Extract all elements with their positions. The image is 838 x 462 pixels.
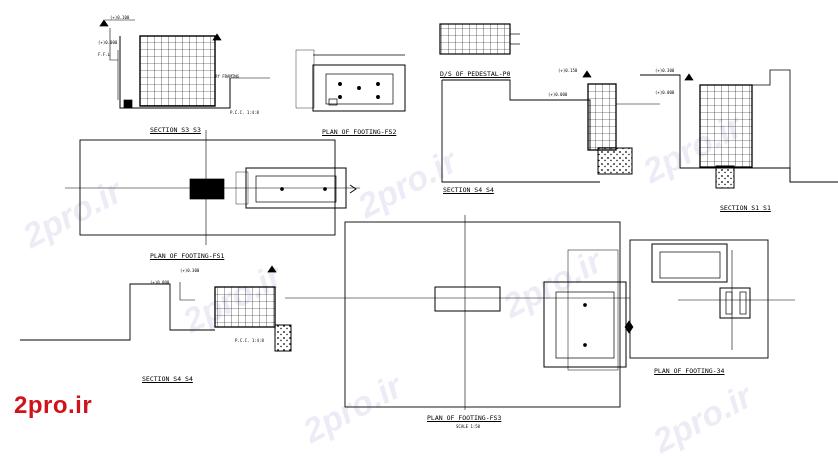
plan-34-detail [629, 239, 795, 359]
pedestal-detail [439, 23, 520, 55]
section-s4-detail [441, 70, 660, 183]
label-section-s3: SECTION S3 S3 [150, 126, 201, 134]
level-mark: (+)0.150 [558, 68, 578, 73]
level-mark: F.F.L [98, 52, 111, 57]
label-plan-fs2: PLAN OF FOOTING-FS2 [322, 128, 397, 136]
label-section-s1: SECTION S1 S1 [720, 204, 771, 212]
plan-fs2-detail [295, 49, 406, 112]
level-mark: (+)0.300 [655, 68, 675, 73]
level-mark: (+)0.100 [110, 15, 130, 20]
level-mark: (+)0.000 [655, 90, 675, 95]
level-mark: (+)0.000 [150, 280, 170, 285]
label-section-s4-bottom: SECTION S4 S4 [142, 375, 193, 383]
section-s4-bottom-detail [20, 265, 292, 352]
plan-fs3-detail [285, 215, 634, 410]
label-plan-34: PLAN OF FOOTING-34 [654, 367, 725, 375]
label-pedestal: D/S OF PEDESTAL-P0 [440, 70, 511, 78]
note-pcc: P.C.C. 1:4:8 [230, 110, 259, 115]
plan-fs1-detail [65, 130, 360, 245]
level-mark: (+)0.000 [98, 40, 118, 45]
site-logo: 2pro.ir [14, 392, 93, 419]
label-plan-fs1: PLAN OF FOOTING-FS1 [150, 252, 225, 260]
note-pcc: P.C.C. 1:4:8 [235, 338, 264, 343]
note-rf: Rf FRAMING [215, 74, 240, 79]
level-mark: (+)0.000 [548, 92, 568, 97]
level-mark: (+)0.300 [180, 268, 200, 273]
label-section-s4: SECTION S4 S4 [443, 186, 494, 194]
label-plan-fs3: PLAN OF FOOTING-FS3 [427, 414, 502, 422]
section-s3-detail [99, 19, 270, 109]
note-scale: SCALE 1:50 [456, 424, 481, 429]
section-s1-detail [640, 69, 838, 189]
